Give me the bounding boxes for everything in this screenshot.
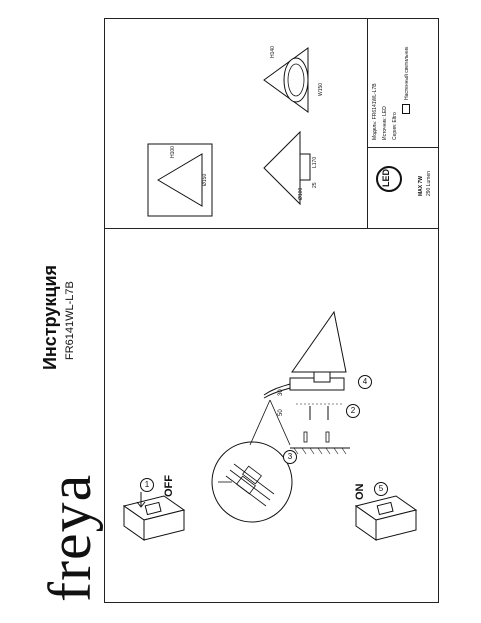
step-5-label: ON <box>354 483 366 501</box>
led-label: LED <box>381 169 391 187</box>
spec-light: Источник: LED <box>382 106 388 140</box>
step-1-badge: 1 <box>140 478 154 492</box>
dim-h140: H140 <box>270 46 276 58</box>
page-title: Инструкция <box>40 264 60 370</box>
instruction-frame <box>104 18 439 603</box>
divider-vertical <box>104 228 439 229</box>
step-2-badge: 2 <box>346 404 360 418</box>
dim-d100: Ø100 <box>298 187 304 200</box>
dim-l170: L170 <box>312 156 318 168</box>
dim-25: 25 <box>312 182 318 188</box>
dimension-drawing-side <box>263 130 311 206</box>
freya-logo: freya <box>37 473 103 602</box>
power-label: MAX 7W <box>418 176 424 196</box>
lumen-label: 290 Lumen <box>426 170 432 196</box>
dim-w150: W150 <box>318 82 324 96</box>
arrow-icon <box>136 492 146 508</box>
step-5-badge: 5 <box>374 482 388 496</box>
switch-off-diagram <box>122 495 186 541</box>
switch-on-diagram <box>354 495 418 541</box>
step-3-badge: 3 <box>283 450 297 464</box>
spec-series: Серия: Eltro <box>392 112 398 140</box>
divider-led-box <box>367 147 439 148</box>
dim-50: 50 <box>278 409 284 416</box>
step-1-label: OFF <box>163 475 175 497</box>
dimension-drawing-front <box>147 143 213 217</box>
wiring-detail-circle <box>211 441 293 523</box>
dim-d150: Ø150 <box>202 173 208 186</box>
spec-type: Настенный светильник <box>404 46 410 100</box>
dim-h100: H100 <box>170 146 176 158</box>
wall-lamp-icon <box>402 104 410 114</box>
model-code: FR6141WL-L7B <box>64 281 76 360</box>
leader-lines <box>249 399 291 446</box>
step-4-badge: 4 <box>358 375 372 389</box>
led-badge <box>376 166 402 192</box>
dimension-drawing-top <box>263 47 309 113</box>
divider-spec <box>367 18 368 228</box>
lamp-triangle-diagram <box>291 310 347 383</box>
dim-30: 30 <box>278 389 284 396</box>
spec-model: Модель: FR6141WL-L7B <box>372 83 378 140</box>
